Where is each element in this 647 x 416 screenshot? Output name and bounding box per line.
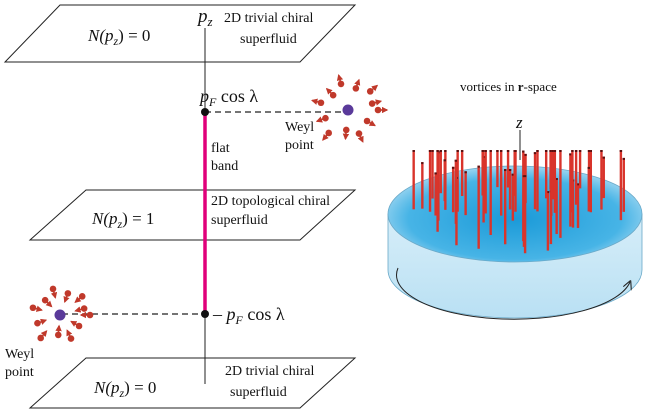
- hedgehog-arrows-bottom: [29, 285, 94, 342]
- bottom-hedgehog-arrow-3: [55, 324, 62, 335]
- pz-axis-label: pz: [196, 6, 213, 29]
- fermi-label-bottom: – pF cos λ: [212, 304, 285, 327]
- cylinder-z-label: z: [515, 113, 523, 132]
- top-hedgehog-arrow-6: [311, 98, 322, 105]
- top-hedgehog-arrow-8: [336, 73, 344, 85]
- top-hedgehog-arrow-4: [322, 132, 330, 141]
- top-hedgehog-arrow-2: [357, 133, 364, 143]
- bottom-hedgehog-arrow-8: [50, 288, 58, 299]
- top-hedgehog-blob-6: [317, 99, 325, 107]
- top-hedgehog-arrow-5: [315, 116, 326, 123]
- plane-top-desc-line2: superfluid: [240, 32, 297, 47]
- weyl-label-top-line1: Weyl: [285, 120, 314, 135]
- weyl-label-bottom-line2: point: [5, 365, 34, 380]
- bottom-hedgehog-arrow-1: [70, 320, 80, 327]
- bottom-hedgehog-arrow-9: [63, 293, 70, 304]
- top-hedgehog-arrow-10: [369, 84, 379, 92]
- plane-middle: [28, 189, 357, 241]
- plane-bottom-desc-line1: 2D trivial chiral: [225, 364, 315, 379]
- weyl-label-bottom-line1: Weyl: [5, 347, 34, 362]
- bottom-hedgehog-arrow-11: [74, 306, 85, 313]
- fermi-point-bottom: [201, 310, 209, 318]
- vortex-title: vortices in r-space: [460, 79, 557, 94]
- plane-top-desc-line1: 2D trivial chiral: [224, 11, 314, 26]
- bottom-hedgehog-arrow-7: [44, 299, 53, 308]
- bottom-hedgehog-arrow-5: [37, 318, 48, 325]
- top-hedgehog-arrow-9: [354, 78, 361, 89]
- bottom-hedgehog-arrow-10: [74, 295, 83, 303]
- bottom-hedgehog-arrow-2: [66, 329, 73, 339]
- plane-middle-desc-line2: superfluid: [211, 213, 268, 228]
- flat-band-label-line2: band: [211, 159, 238, 174]
- top-hedgehog-arrow-11: [371, 99, 383, 106]
- vortex-lines: [412, 150, 625, 254]
- plane-middle-count: N(pz) = 1: [91, 209, 154, 231]
- top-hedgehog-arrow-3: [342, 129, 350, 141]
- plane-top: [3, 4, 357, 63]
- plane-middle-desc-line1: 2D topological chiral: [211, 194, 330, 209]
- plane-top-count: N(pz) = 0: [87, 26, 150, 48]
- flat-band-label-line1: flat: [211, 141, 230, 156]
- bottom-hedgehog-arrow-6: [32, 305, 43, 312]
- weyl-label-top-line2: point: [285, 138, 314, 153]
- plane-bottom-desc-line2: superfluid: [230, 385, 287, 400]
- weyl-point-bottom: [54, 309, 66, 321]
- bottom-hedgehog-arrow-4: [40, 330, 48, 339]
- hedgehog-arrows-top: [311, 73, 389, 143]
- plane-bottom: [28, 357, 357, 409]
- top-hedgehog-arrow-7: [325, 87, 334, 96]
- fermi-label-top: pF cos λ: [198, 86, 258, 109]
- bottom-hedgehog-blob-2: [67, 335, 75, 342]
- circulation-arrow: [396, 267, 630, 320]
- plane-bottom-count: N(pz) = 0: [93, 378, 156, 400]
- top-hedgehog-arrow-1: [366, 120, 376, 127]
- top-hedgehog-blob-8: [337, 80, 345, 88]
- fermi-point-top: [201, 108, 209, 116]
- weyl-point-top: [342, 104, 354, 116]
